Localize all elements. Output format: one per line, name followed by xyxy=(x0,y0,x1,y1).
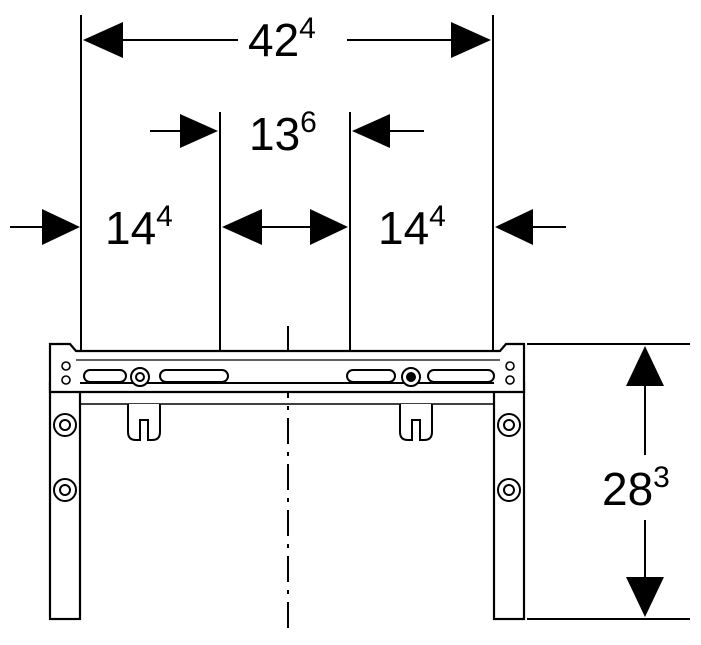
bolt-center xyxy=(406,372,416,382)
hanging-brackets xyxy=(127,404,433,441)
rail-slots xyxy=(83,369,495,383)
dimension-label-inner-spacing: 136 xyxy=(249,106,317,160)
bracket-right xyxy=(399,404,433,441)
arrowhead-down xyxy=(626,577,664,617)
arrowhead-inward-left xyxy=(180,114,218,148)
arrowhead-right-offset xyxy=(495,209,533,245)
arrowhead-left-offset xyxy=(42,209,80,245)
dimension-inner-spacing: 136 xyxy=(150,106,424,160)
dimension-height: 283 xyxy=(602,346,670,617)
bolt-center xyxy=(135,372,145,382)
rail-bolts xyxy=(130,367,421,387)
leg-bolt-center xyxy=(59,419,71,431)
leg-bolt-center xyxy=(59,484,71,496)
dimension-label-height: 283 xyxy=(602,461,670,515)
slot xyxy=(83,369,127,383)
top-rail xyxy=(48,342,526,394)
hole xyxy=(61,375,71,385)
dimension-overall-width: 424 xyxy=(83,12,491,66)
slot xyxy=(159,369,229,383)
arrowhead-double-left xyxy=(222,209,262,245)
hole xyxy=(61,361,71,371)
arrowhead-right xyxy=(451,22,491,58)
arrowhead-up xyxy=(626,346,664,386)
leg-bolts xyxy=(53,413,521,502)
slot xyxy=(346,369,396,383)
dimension-side-offsets: 144 144 xyxy=(10,200,566,254)
arrowhead-inward-right xyxy=(352,114,390,148)
extension-lines xyxy=(80,15,690,620)
hole xyxy=(505,375,515,385)
bracket-left xyxy=(127,404,161,441)
leg-bolt-center xyxy=(503,484,515,496)
slot xyxy=(427,369,495,383)
dimension-label-left-offset: 144 xyxy=(105,200,173,254)
dimension-label-overall-width: 424 xyxy=(248,12,316,66)
arrowhead-double-right xyxy=(310,209,348,245)
dimension-label-right-offset: 144 xyxy=(378,200,446,254)
rail-holes xyxy=(61,361,515,385)
arrowhead-left xyxy=(83,22,123,58)
leg-bolt-center xyxy=(503,419,515,431)
hole xyxy=(505,361,515,371)
